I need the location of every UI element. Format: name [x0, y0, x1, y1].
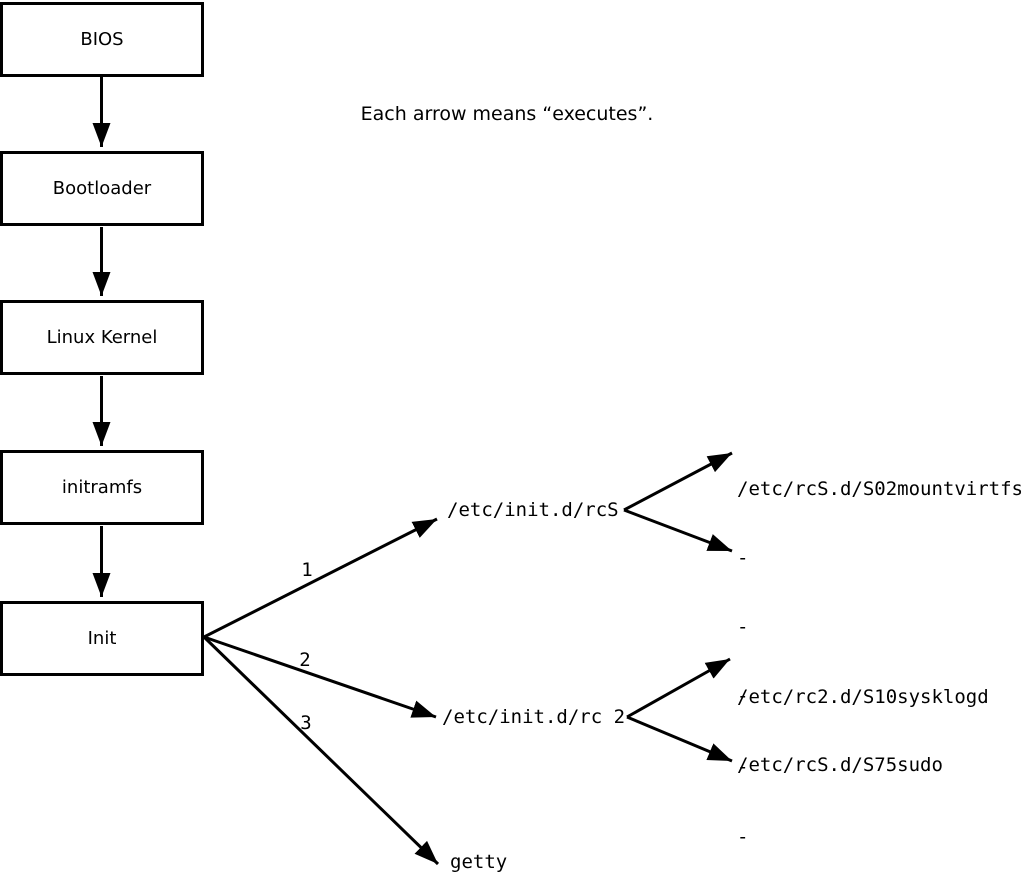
rcS-script-ellipsis: - [737, 547, 749, 569]
box-initramfs: initramfs [0, 450, 204, 525]
arrow-init-to-rcS [203, 517, 438, 639]
label-getty: getty [450, 851, 508, 873]
arrow-meaning-note: Each arrow means “executes”. [360, 103, 654, 125]
rcS-script-item: /etc/rcS.d/S02mountvirtfs [737, 478, 1023, 500]
arrow-order-label-1: 1 [301, 559, 313, 581]
rc2-script-list: /etc/rc2.d/S10sysklogd - - - /etc/rc2.d/… [737, 640, 989, 875]
arrow-init-to-getty [202, 635, 440, 866]
arrow-order-label-2: 2 [299, 649, 311, 671]
box-init: Init [0, 601, 204, 676]
arrow-rc2-to-S99gdm [626, 715, 733, 763]
arrow-rc2-to-S10sysklogd [626, 657, 731, 719]
box-linux-kernel: Linux Kernel [0, 300, 204, 375]
rcS-script-ellipsis: - [737, 616, 749, 638]
box-bootloader: Bootloader [0, 151, 204, 226]
arrow-rcS-to-S02mountvirtfs [623, 451, 733, 512]
rcS-script-ellipsis: - [737, 685, 749, 707]
box-bios: BIOS [0, 2, 204, 77]
rc2-script-ellipsis: - [737, 756, 749, 778]
rcS-script-list: /etc/rcS.d/S02mountvirtfs - - - /etc/rcS… [737, 433, 1023, 822]
label-rcS: /etc/init.d/rcS [447, 499, 619, 521]
arrow-rcS-to-S75sudo [623, 508, 733, 553]
rc2-script-item: /etc/rc2.d/S10sysklogd [737, 686, 989, 708]
label-rc2: /etc/init.d/rc 2 [442, 706, 626, 728]
rc2-script-ellipsis: - [737, 826, 749, 848]
rcS-script-item: /etc/rcS.d/S75sudo [737, 754, 943, 776]
arrow-init-to-rc2 [203, 635, 437, 719]
arrow-order-label-3: 3 [300, 712, 312, 734]
